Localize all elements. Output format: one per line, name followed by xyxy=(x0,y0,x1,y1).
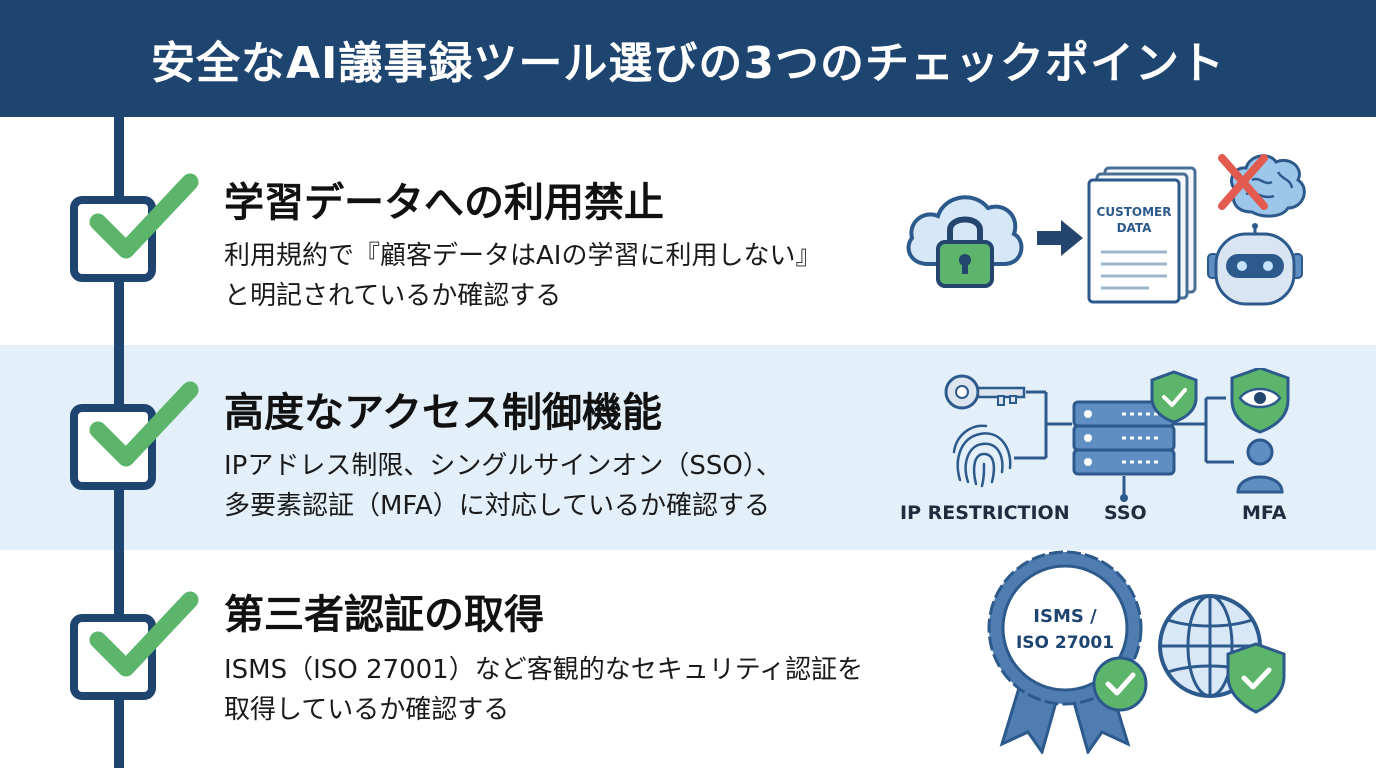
user-icon xyxy=(1236,438,1284,494)
item-desc-2-line2: 多要素認証（MFA）に対応しているか確認する xyxy=(224,491,771,521)
ip-restriction-label: IP RESTRICTION xyxy=(900,502,1070,524)
item-desc-1-line1: 利用規約で『顧客データはAIの学習に利用しない』 xyxy=(224,241,822,271)
rosette-badge-icon: ISMS / ISO 27001 xyxy=(987,550,1148,754)
shield-check-icon xyxy=(1150,370,1198,424)
server-icon xyxy=(1072,400,1176,502)
item-title-2: 高度なアクセス制御機能 xyxy=(224,390,662,436)
item-title-1: 学習データへの利用禁止 xyxy=(224,180,664,226)
doc-label-line2: DATA xyxy=(1117,221,1153,235)
item-desc-3-line1: ISMS（ISO 27001）など客観的なセキュリティ認証を xyxy=(224,655,864,685)
brain-icon xyxy=(1218,154,1306,218)
checkmark-icon xyxy=(89,381,199,467)
key-icon xyxy=(944,374,1026,410)
access-control-diagram xyxy=(944,368,1290,502)
checkmark-icon xyxy=(89,591,199,677)
fingerprint-icon xyxy=(952,424,1012,488)
cloud-lock-icon xyxy=(906,195,1024,288)
mfa-label: MFA xyxy=(1242,502,1287,524)
header-bar: 安全なAI議事録ツール選びの3つのチェックポイント xyxy=(0,0,1376,117)
checkmark-icon xyxy=(89,173,199,259)
globe-icon xyxy=(1158,594,1286,714)
page-title: 安全なAI議事録ツール選びの3つのチェックポイント xyxy=(150,37,1226,89)
item-desc-3-line2: 取得しているか確認する xyxy=(224,695,510,725)
sso-label: SSO xyxy=(1104,502,1147,524)
item-desc-3: ISMS（ISO 27001）など客観的なセキュリティ認証を 取得しているか確認… xyxy=(224,650,924,730)
item-desc-2: IPアドレス制限、シングルサインオン（SSO）、 多要素認証（MFA）に対応して… xyxy=(224,446,924,526)
document-icon: CUSTOMER DATA xyxy=(1087,166,1197,304)
doc-label-line1: CUSTOMER xyxy=(1097,205,1172,219)
item-desc-1-line2: と明記されているか確認する xyxy=(224,281,562,311)
badge-label-line1: ISMS / xyxy=(1033,606,1097,627)
item-title-3: 第三者認証の取得 xyxy=(224,592,544,638)
item-desc-1: 利用規約で『顧客データはAIの学習に利用しない』 と明記されているか確認する xyxy=(224,236,924,316)
robot-icon xyxy=(1207,223,1303,306)
shield-check-icon xyxy=(1226,642,1286,714)
badge-label-line2: ISO 27001 xyxy=(1016,633,1114,653)
shield-eye-icon xyxy=(1230,368,1290,434)
item-desc-2-line1: IPアドレス制限、シングルサインオン（SSO）、 xyxy=(224,451,782,481)
arrow-right-icon xyxy=(1037,220,1083,256)
